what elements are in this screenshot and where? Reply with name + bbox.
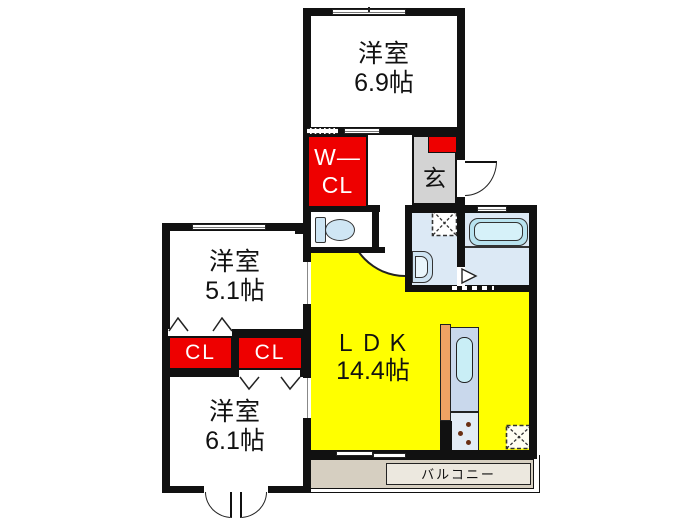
closet-opening [239,370,300,377]
wall [231,336,238,370]
entrance-door-opening [457,160,465,197]
closet-left: CL [168,336,233,370]
walk-in-closet-label: W― [314,144,361,170]
door-opening [204,486,268,493]
wall-stub [295,226,303,234]
door-swing-icon [205,492,232,518]
stove-burner-dot [458,431,463,436]
walk-in-closet-label: CL [321,171,354,198]
folding-door-icon [239,376,260,391]
wall [457,213,465,292]
room-name: 洋室 [208,398,261,426]
room-name: 洋室 [357,40,410,68]
bathtub-icon [474,222,523,241]
folding-door-icon [280,376,301,391]
room-area: 6.9帖 [354,69,414,97]
wall [162,329,311,336]
balcony-outer-line [306,455,540,493]
stove-burner-dot [466,440,471,445]
sliding-door-icon [303,378,311,418]
room-label-bedroom3: 洋室 6.1帖 [170,398,300,456]
sliding-door-icon [344,128,380,134]
room-area: 14.4帖 [336,356,410,385]
closet-label: CL [254,341,286,364]
bath-platform-line [465,246,529,248]
sliding-window-icon [336,451,373,456]
bath-door-opening [457,267,465,286]
refrigerator-space-icon [505,424,533,450]
wall [303,127,465,135]
closet-right: CL [237,336,303,370]
washbasin-icon [415,256,428,278]
closet-opening [168,329,232,336]
folding-door-icon [461,268,478,285]
room-label-bedroom2: 洋室 5.1帖 [170,248,300,306]
room-area: 5.1帖 [205,277,265,305]
stove-burner-dot [466,422,471,427]
room-name: ＬＤＫ [334,330,412,356]
wall [529,205,537,459]
open-closet-dashed-line [307,128,338,134]
balcony-label-box: バルコニー [386,463,531,485]
wall [405,205,412,292]
wall [303,247,385,253]
window-center-tick [368,7,370,12]
wall [162,370,311,377]
wall [303,450,537,459]
door-swing-icon [240,492,267,518]
entrance-red-mat [428,136,457,153]
kitchen-pillar-wall [440,421,452,452]
sliding-window-icon [373,453,406,458]
entrance-door-swing-icon [465,161,497,196]
wall [372,205,379,253]
wall-dashes [452,286,494,290]
room-area: 6.1帖 [205,427,265,455]
wall [405,205,537,213]
balcony-label: バルコニー [421,467,496,482]
room-name: 洋室 [208,248,261,276]
wall [303,205,380,212]
wall [162,223,170,493]
kitchen-sink-icon [456,337,473,383]
washing-machine-space-icon [431,209,458,237]
toilet-icon [325,219,355,241]
sliding-door-icon [303,262,311,304]
stove-icon [450,412,479,452]
walk-in-closet: W― CL [307,135,368,208]
room-label-bedroom1: 洋室 6.9帖 [321,40,447,98]
folding-door-icon [168,317,189,332]
entrance-label: 玄 [423,165,446,191]
folding-door-icon [212,317,233,332]
wall [457,8,465,213]
window-icon [192,224,266,230]
room-label-ldk: ＬＤＫ 14.4帖 [308,330,438,386]
window-icon [477,206,507,212]
closet-label: CL [185,341,216,364]
